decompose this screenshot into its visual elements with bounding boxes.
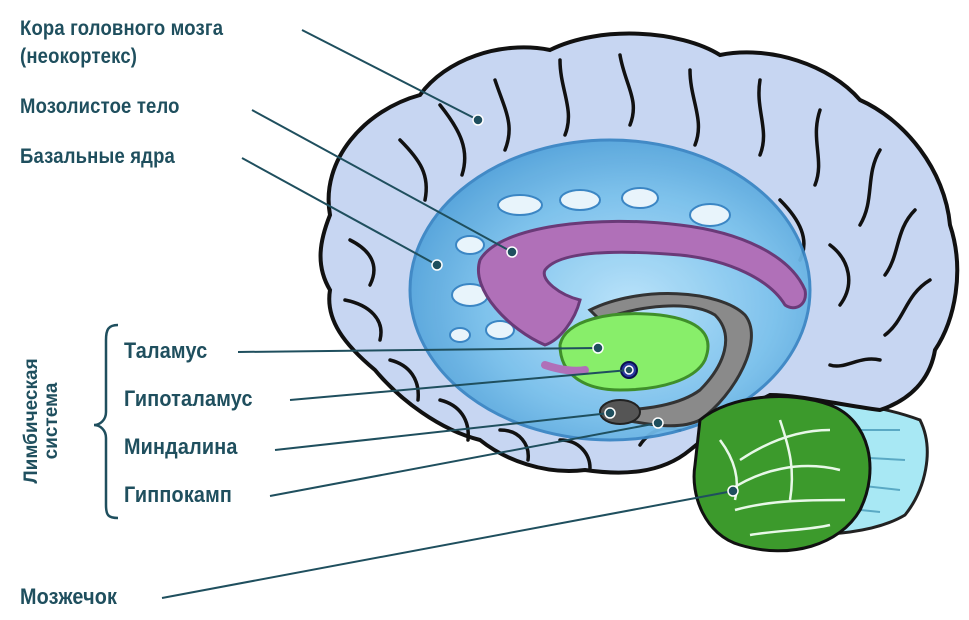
thalamus [558,312,710,392]
limbic-system-line1: Лимбическая [21,358,42,484]
limbic-system-bracket [93,323,119,520]
limbic-system-line2: система [41,382,62,460]
leader-dots [431,114,739,497]
limbic-system-label: Лимбическая система [21,326,62,516]
cerebellum-folia [718,419,846,537]
label-basal-ganglia: Базальные ядра [20,145,176,168]
label-cerebellum: Мозжечок [20,584,118,609]
label-cortex: Кора головного мозга [20,17,224,40]
label-amygdala: Миндалина [124,434,238,459]
label-corpus-callosum: Мозолистое тело [20,95,180,118]
basal-ganglia-holes [449,187,731,343]
label-hippocampus: Гиппокамп [124,482,233,507]
leader-lines [161,29,734,599]
corpus-callosum [477,219,807,347]
label-neocortex: (неокортекс) [20,45,138,68]
label-hypothalamus: Гипоталамус [124,386,253,411]
label-thalamus: Таламус [124,338,208,363]
cerebellum [692,395,872,553]
